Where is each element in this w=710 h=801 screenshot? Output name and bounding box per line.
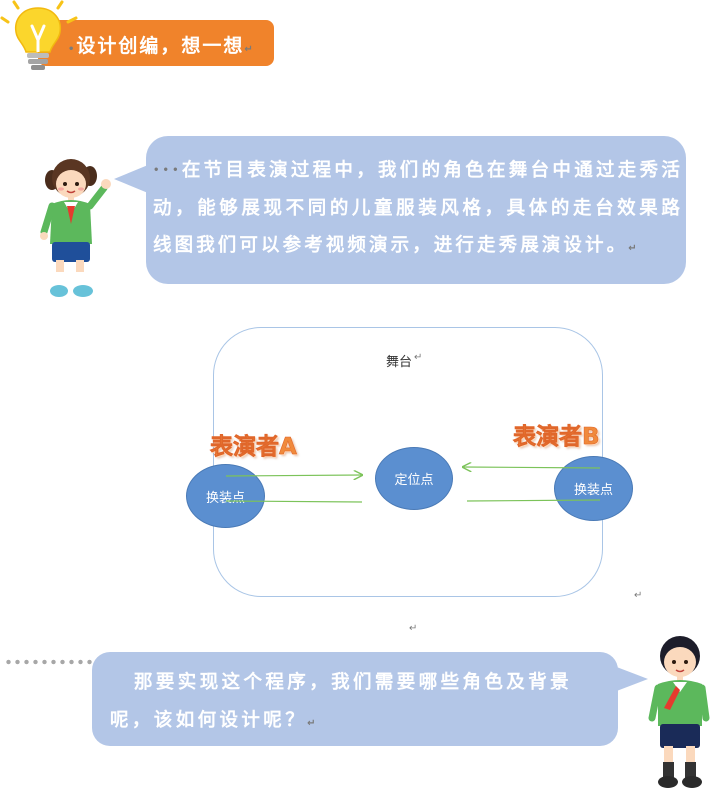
right-change-point-label: 换装点 bbox=[573, 483, 613, 498]
question-text: 那要实现这个程序，我们需要哪些角色及背景呢，该如何设计呢？↵ bbox=[110, 664, 600, 743]
header-title: •设计创编，想一想↵ bbox=[68, 31, 255, 58]
boy-character bbox=[648, 636, 710, 788]
question-text-content: 那要实现这个程序，我们需要哪些角色及背景呢，该如何设计呢？ bbox=[110, 672, 573, 731]
paragraph-mark: ↵ bbox=[307, 718, 319, 729]
header-title-text: 设计创编，想一想 bbox=[76, 35, 245, 57]
girl-character bbox=[40, 159, 111, 297]
bullet-dot: • bbox=[68, 44, 77, 55]
header-banner bbox=[38, 20, 274, 66]
performer-a-label: 表演者A bbox=[210, 434, 297, 461]
intro-text: ···在节目表演过程中，我们的角色在舞台中通过走秀活动，能够展现不同的儿童服装风… bbox=[153, 160, 683, 256]
dotted-divider bbox=[4, 659, 94, 665]
center-position-point-label: 定位点 bbox=[394, 473, 434, 488]
paragraph-mark: ↵ bbox=[414, 352, 423, 363]
paragraph-mark: ↵ bbox=[634, 590, 643, 601]
center-position-point: 定位点 bbox=[375, 447, 453, 510]
lightbulb-icon bbox=[0, 0, 78, 70]
stage-label: 舞台 bbox=[386, 355, 413, 370]
speech-bubble-tail bbox=[614, 666, 648, 692]
left-change-point-label: 换装点 bbox=[205, 490, 245, 506]
speech-bubble-tail bbox=[114, 165, 148, 193]
intro-text-content: 在节目表演过程中，我们的角色在舞台中通过走秀活动，能够展现不同的儿童服装风格，具… bbox=[153, 160, 683, 256]
right-change-point: 换装点 bbox=[554, 456, 633, 521]
intro-speech-bubble bbox=[146, 136, 686, 284]
performer-b-label: 表演者B bbox=[513, 424, 600, 451]
paragraph-mark: ↵ bbox=[409, 623, 418, 634]
paragraph-mark: ↵ bbox=[244, 44, 255, 55]
paragraph-mark: ↵ bbox=[628, 243, 640, 254]
left-change-point: 换装点 bbox=[186, 464, 265, 528]
question-speech-bubble bbox=[92, 652, 618, 746]
